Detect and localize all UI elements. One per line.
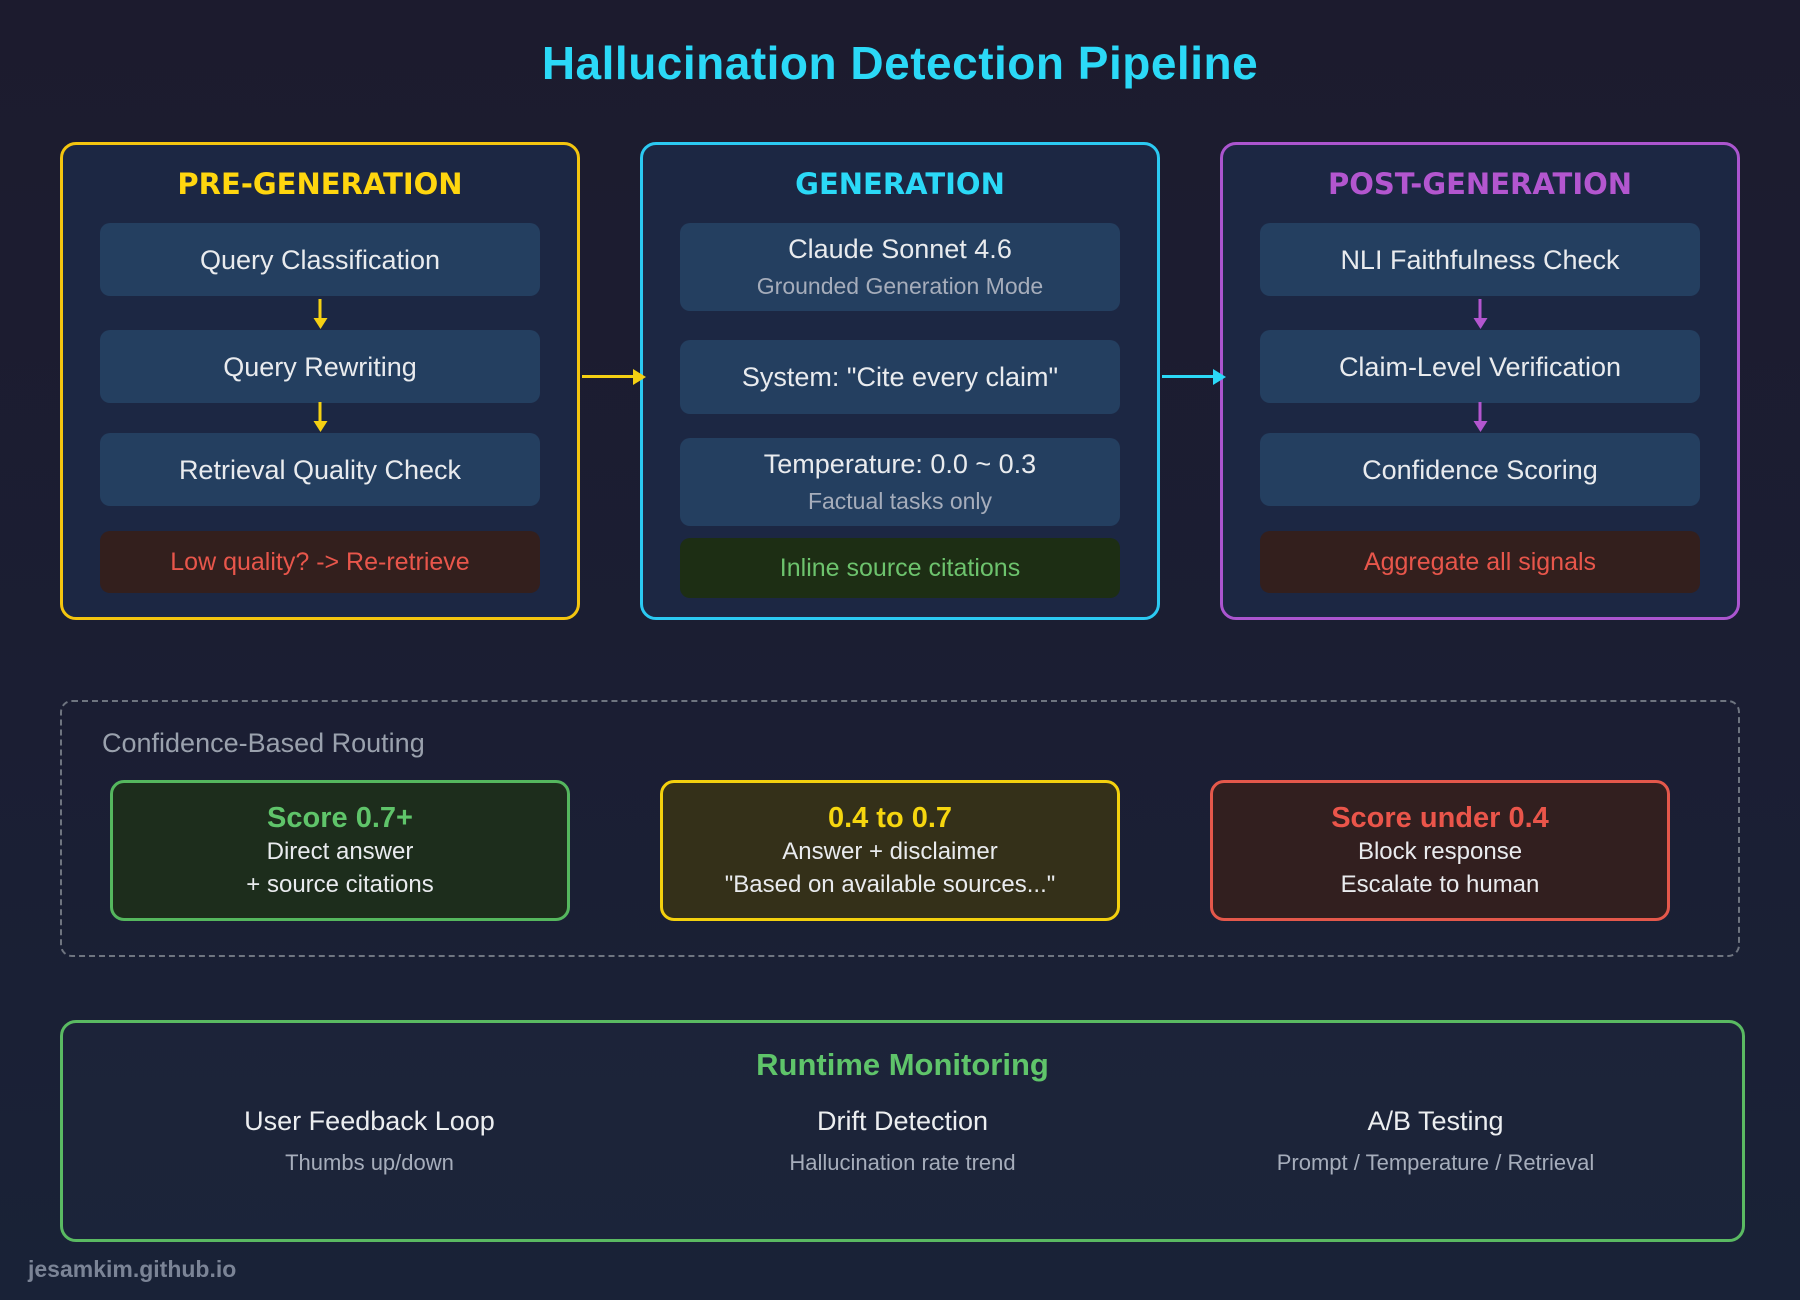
- stage-confidence-scoring: Confidence Scoring: [1260, 433, 1700, 506]
- right-arrow-icon: [1162, 375, 1214, 378]
- monitoring-title: Runtime Monitoring: [756, 1047, 1049, 1082]
- monitoring-item-drift-detection: Drift Detection Hallucination rate trend: [636, 1106, 1169, 1176]
- pipeline-column-generation: GENERATION Claude Sonnet 4.6 Grounded Ge…: [640, 142, 1160, 620]
- stage-query-classification: Query Classification: [100, 223, 540, 296]
- branch-line: Escalate to human: [1340, 871, 1540, 898]
- stage-subtitle: Grounded Generation Mode: [756, 273, 1044, 299]
- stage-subtitle: Factual tasks only: [807, 488, 993, 514]
- branch-line: Answer + disclaimer: [782, 838, 998, 865]
- stage-title: Claude Sonnet 4.6: [788, 234, 1012, 264]
- branch-line: + source citations: [246, 871, 434, 898]
- stage-retrieval-quality-check: Retrieval Quality Check: [100, 433, 540, 506]
- note-low-quality-reretrieve: Low quality? -> Re-retrieve: [100, 531, 540, 593]
- stage-claude-sonnet: Claude Sonnet 4.6 Grounded Generation Mo…: [680, 223, 1120, 311]
- routing-branch-high-score: Score 0.7+ Direct answer + source citati…: [110, 780, 570, 921]
- monitoring-item-subtitle: Thumbs up/down: [285, 1150, 454, 1175]
- down-arrow-icon: [318, 402, 322, 422]
- monitoring-item-subtitle: Prompt / Temperature / Retrieval: [1276, 1150, 1595, 1175]
- routing-branch-low-score: Score under 0.4 Block response Escalate …: [1210, 780, 1670, 921]
- stage-title: Retrieval Quality Check: [178, 454, 462, 485]
- right-arrow-icon: [582, 375, 634, 378]
- stage-system-prompt: System: "Cite every claim": [680, 340, 1120, 414]
- stage-query-rewriting: Query Rewriting: [100, 330, 540, 403]
- stage-claim-level-verification: Claim-Level Verification: [1260, 330, 1700, 403]
- down-arrow-icon: [318, 299, 322, 319]
- stage-temperature: Temperature: 0.0 ~ 0.3 Factual tasks onl…: [680, 438, 1120, 526]
- monitoring-item-title: Drift Detection: [816, 1106, 989, 1136]
- page-title: Hallucination Detection Pipeline: [541, 37, 1259, 89]
- down-arrow-icon: [1478, 299, 1482, 319]
- column-title: POST-GENERATION: [1327, 167, 1633, 201]
- branch-line: "Based on available sources...": [724, 871, 1056, 898]
- routing-label: Confidence-Based Routing: [102, 728, 425, 758]
- routing-branch-mid-score: 0.4 to 0.7 Answer + disclaimer "Based on…: [660, 780, 1120, 921]
- stage-nli-faithfulness-check: NLI Faithfulness Check: [1260, 223, 1700, 296]
- column-title: GENERATION: [795, 167, 1005, 201]
- stage-title: NLI Faithfulness Check: [1340, 244, 1620, 275]
- monitoring-item-subtitle: Hallucination rate trend: [789, 1150, 1016, 1175]
- monitoring-item-title: A/B Testing: [1367, 1106, 1504, 1136]
- branch-title: Score under 0.4: [1331, 802, 1549, 834]
- branch-line: Block response: [1357, 838, 1523, 865]
- branch-title: 0.4 to 0.7: [827, 802, 953, 834]
- stage-title: Confidence Scoring: [1362, 454, 1598, 485]
- note-aggregate-all-signals: Aggregate all signals: [1260, 531, 1700, 593]
- stage-title: Query Rewriting: [223, 351, 417, 382]
- monitoring-items: User Feedback Loop Thumbs up/down Drift …: [63, 1106, 1742, 1176]
- column-title: PRE-GENERATION: [177, 167, 463, 201]
- routing-section: Confidence-Based Routing Score 0.7+ Dire…: [60, 700, 1740, 957]
- footer-credit: jesamkim.github.io: [28, 1256, 237, 1282]
- stage-title: System: "Cite every claim": [741, 362, 1059, 392]
- down-arrow-icon: [1478, 402, 1482, 422]
- stage-title: Temperature: 0.0 ~ 0.3: [763, 449, 1037, 479]
- monitoring-section: Runtime Monitoring User Feedback Loop Th…: [60, 1020, 1745, 1242]
- stage-title: Query Classification: [199, 244, 441, 275]
- stage-title: Claim-Level Verification: [1338, 351, 1622, 382]
- pipeline-column-post-generation: POST-GENERATION NLI Faithfulness Check C…: [1220, 142, 1740, 620]
- pipeline-column-pre-generation: PRE-GENERATION Query Classification Quer…: [60, 142, 580, 620]
- monitoring-item-user-feedback: User Feedback Loop Thumbs up/down: [103, 1106, 636, 1176]
- note-inline-source-citations: Inline source citations: [680, 538, 1120, 598]
- branch-line: Direct answer: [266, 838, 414, 865]
- monitoring-item-ab-testing: A/B Testing Prompt / Temperature / Retri…: [1169, 1106, 1702, 1176]
- monitoring-item-title: User Feedback Loop: [244, 1106, 495, 1136]
- branch-title: Score 0.7+: [267, 802, 413, 834]
